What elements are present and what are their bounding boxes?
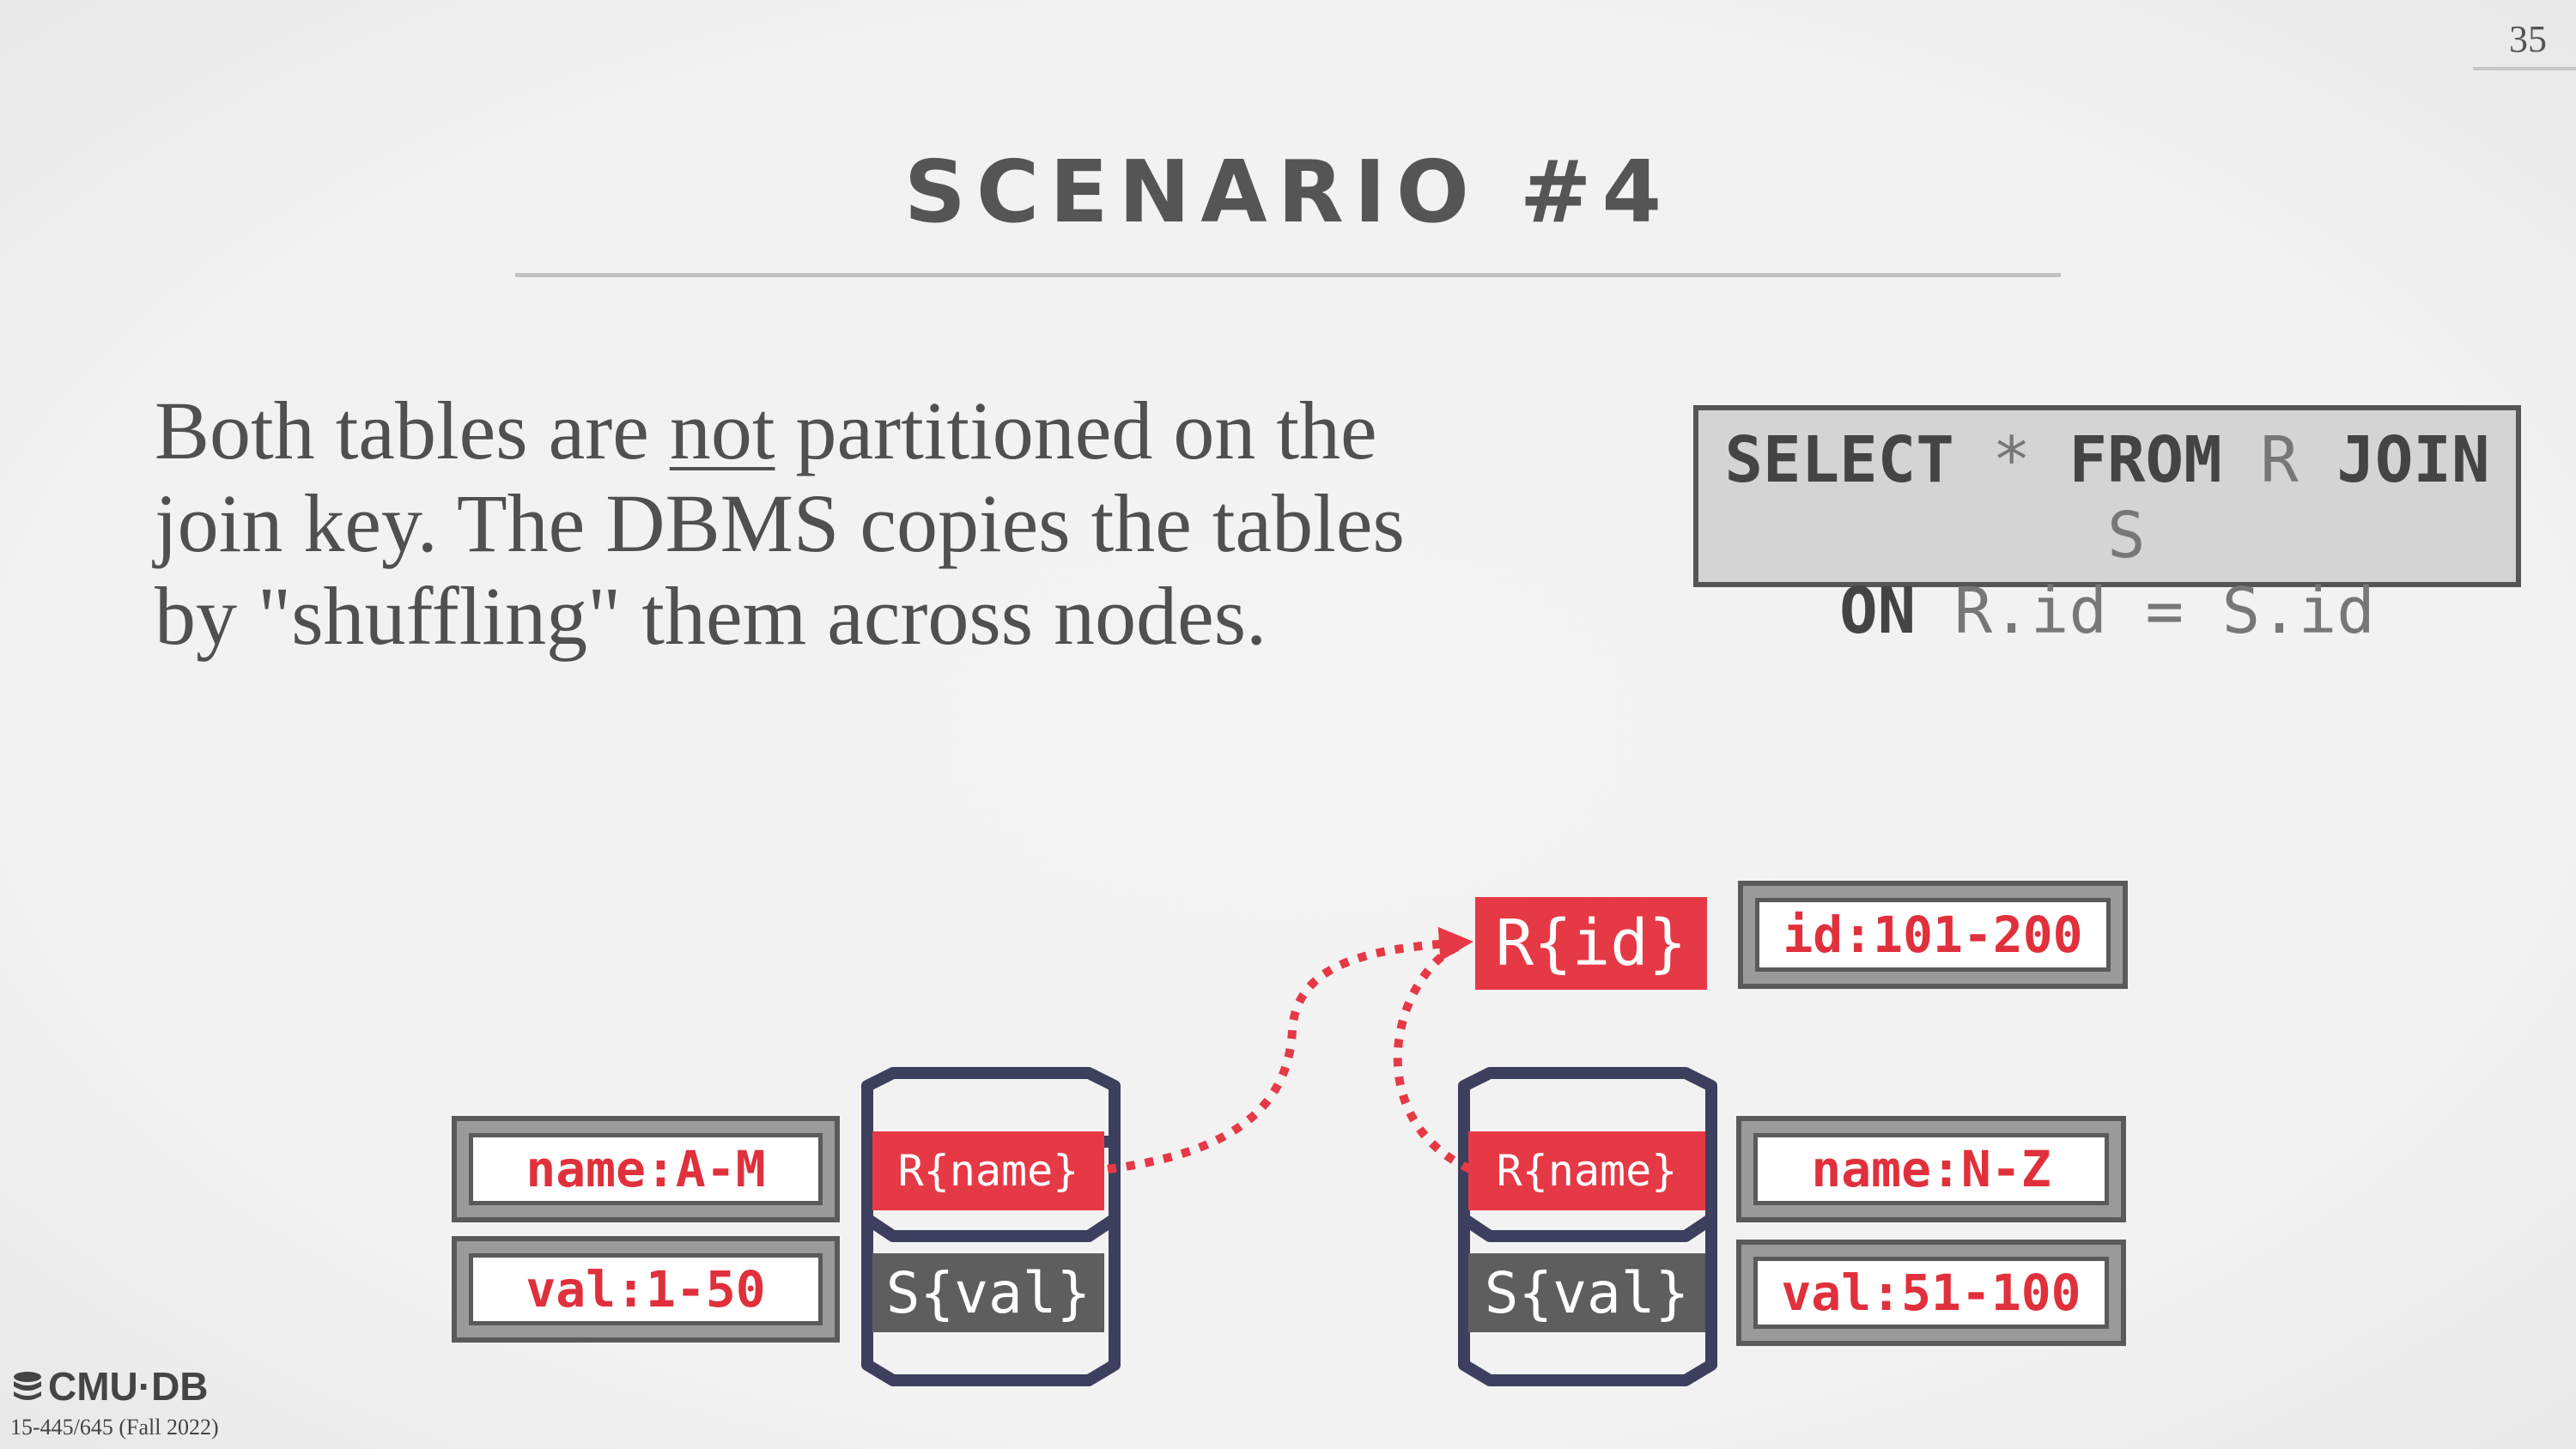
body-text: Both tables are not partitioned on the j… <box>155 385 1494 663</box>
node-1-r-partition-label: R{name} <box>872 1131 1104 1210</box>
shuffled-r-range-box: id:101-200 <box>1738 881 2128 989</box>
sql-line-1: SELECT * FROM R JOIN S <box>1698 422 2516 573</box>
shuffled-r-id-label: R{id} <box>1475 897 1707 990</box>
node-1-database-icon <box>861 1067 1121 1386</box>
database-logo-icon <box>14 1372 41 1400</box>
sql-from-keyword: FROM <box>2069 423 2222 497</box>
course-label: 15-445/645 (Fall 2022) <box>10 1415 219 1440</box>
title-divider <box>515 273 2061 277</box>
body-text-part2: partitioned on the join key. The DBMS co… <box>155 385 1405 662</box>
shuffled-r-range-value: id:101-200 <box>1755 898 2111 972</box>
node-2-s-partition-label: S{val} <box>1468 1253 1705 1332</box>
page-number: 35 <box>2509 18 2547 60</box>
cmu-db-logo: CMU·DB <box>10 1363 209 1410</box>
node-2-r-range-box: name:N-Z <box>1736 1116 2126 1222</box>
body-text-part1: Both tables are <box>155 385 670 476</box>
node-2-database-icon <box>1458 1067 1717 1386</box>
node-2-r-range-value: name:N-Z <box>1753 1133 2109 1205</box>
node-2-r-partition-label: R{name} <box>1468 1131 1705 1210</box>
node-1-s-range-box: val:1-50 <box>452 1236 840 1343</box>
sql-select-keyword: SELECT <box>1724 423 1954 497</box>
sql-query-box: SELECT * FROM R JOIN S ON R.id = S.id <box>1693 405 2521 648</box>
node-1-s-range-value: val:1-50 <box>469 1253 823 1325</box>
sql-join-keyword: JOIN <box>2336 423 2490 497</box>
node-2-s-range-box: val:51-100 <box>1736 1240 2126 1346</box>
slide-title: SCENARIO #4 <box>903 142 1673 242</box>
shuffle-arrow-from-node-1 <box>1107 926 1473 1173</box>
page-number-rule <box>2473 67 2576 70</box>
sql-join-condition: R.id = S.id <box>1916 574 2375 648</box>
node-2-s-range-value: val:51-100 <box>1753 1257 2109 1329</box>
body-text-underlined: not <box>669 385 775 476</box>
logo-text: CMU·DB <box>48 1364 209 1409</box>
node-1-r-range-value: name:A-M <box>469 1133 823 1205</box>
sql-star: * <box>1953 423 2069 497</box>
node-1-s-partition-label: S{val} <box>872 1253 1104 1332</box>
sql-on-keyword: ON <box>1839 574 1917 648</box>
node-1-r-range-box: name:A-M <box>452 1116 840 1222</box>
shuffle-arrow-from-node-2 <box>1393 942 1473 1173</box>
sql-table-r: R <box>2221 423 2337 497</box>
sql-table-s: S <box>2069 499 2146 573</box>
sql-line-2: ON R.id = S.id <box>1698 573 2516 649</box>
